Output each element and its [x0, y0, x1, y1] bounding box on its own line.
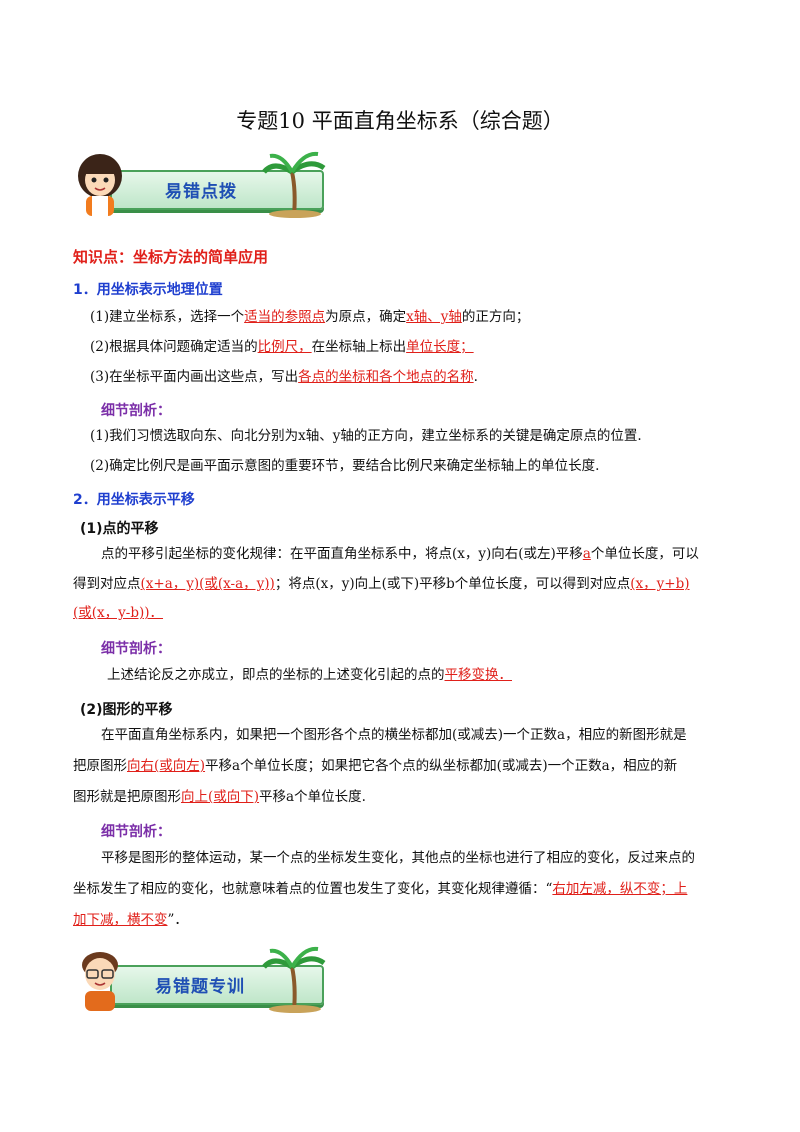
banner-label: 易错题专训 — [155, 977, 245, 997]
detail-heading-3: 细节剖析： — [101, 824, 171, 840]
s1-detail1: (1)我们习惯选取向东、向北分别为x轴、y轴的正方向，建立坐标系的关键是确定原点… — [90, 428, 642, 444]
girl-cartoon-icon — [78, 154, 122, 216]
banner-label: 易错点拨 — [165, 182, 237, 202]
palm-tree-icon — [262, 946, 326, 1013]
detail-heading-2: 细节剖析： — [101, 641, 171, 657]
page-title: 专题10 平面直角坐标系（综合题） — [236, 109, 564, 133]
banner-box — [110, 170, 324, 210]
banner-easy-mistakes: 易错点拨 — [70, 150, 330, 218]
banner-box — [110, 965, 324, 1005]
s2-r2: 坐标发生了相应的变化，也就意味着点的位置也发生了变化，其变化规律遵循：“右加左减… — [73, 881, 688, 897]
banner-mistake-practice: 易错题专训 — [70, 945, 330, 1013]
s2-r1: 平移是图形的整体运动，某一个点的坐标发生变化，其他点的坐标也进行了相应的变化，反… — [101, 850, 695, 866]
s2-q3: 图形就是把原图形向上(或向下)平移a个单位长度. — [73, 789, 366, 805]
s2-q2: 把原图形向右(或向左)平移a个单位长度；如果把它各个点的纵坐标都加(或减去)一个… — [73, 758, 678, 774]
s1-line1: (1)建立坐标系，选择一个适当的参照点为原点，确定x轴、y轴的正方向； — [90, 309, 530, 325]
s1-line2: (2)根据具体问题确定适当的比例尺，在坐标轴上标出单位长度； — [90, 339, 474, 355]
s2-p3: (或(x，y-b))． — [73, 605, 164, 621]
boy-cartoon-icon — [82, 952, 118, 1011]
s2-p4: 上述结论反之亦成立，即点的坐标的上述变化引起的点的平移变换． — [107, 667, 512, 683]
knowledge-point-heading: 知识点：坐标方法的简单应用 — [73, 248, 269, 266]
palm-tree-icon — [262, 151, 326, 218]
sub-heading-point-translation: (1)点的平移 — [80, 521, 159, 537]
section2-heading: 2．用坐标表示平移 — [73, 492, 195, 508]
s2-p1: 点的平移引起坐标的变化规律：在平面直角坐标系中，将点(x，y)向右(或左)平移a… — [101, 546, 699, 562]
s1-detail2: (2)确定比例尺是画平面示意图的重要环节，要结合比例尺来确定坐标轴上的单位长度. — [90, 458, 600, 474]
detail-heading-1: 细节剖析： — [101, 403, 171, 419]
s2-q1: 在平面直角坐标系内，如果把一个图形各个点的横坐标都加(或减去)一个正数a，相应的… — [101, 727, 687, 743]
section1-heading: 1．用坐标表示地理位置 — [73, 282, 223, 298]
s2-p2: 得到对应点(x+a，y)(或(x-a，y))；将点(x，y)向上(或下)平移b个… — [73, 576, 690, 592]
s1-line3: (3)在坐标平面内画出这些点，写出各点的坐标和各个地点的名称. — [90, 369, 478, 385]
sub-heading-shape-translation: (2)图形的平移 — [80, 702, 173, 718]
s2-r3: 加下减，横不变”． — [73, 912, 188, 928]
